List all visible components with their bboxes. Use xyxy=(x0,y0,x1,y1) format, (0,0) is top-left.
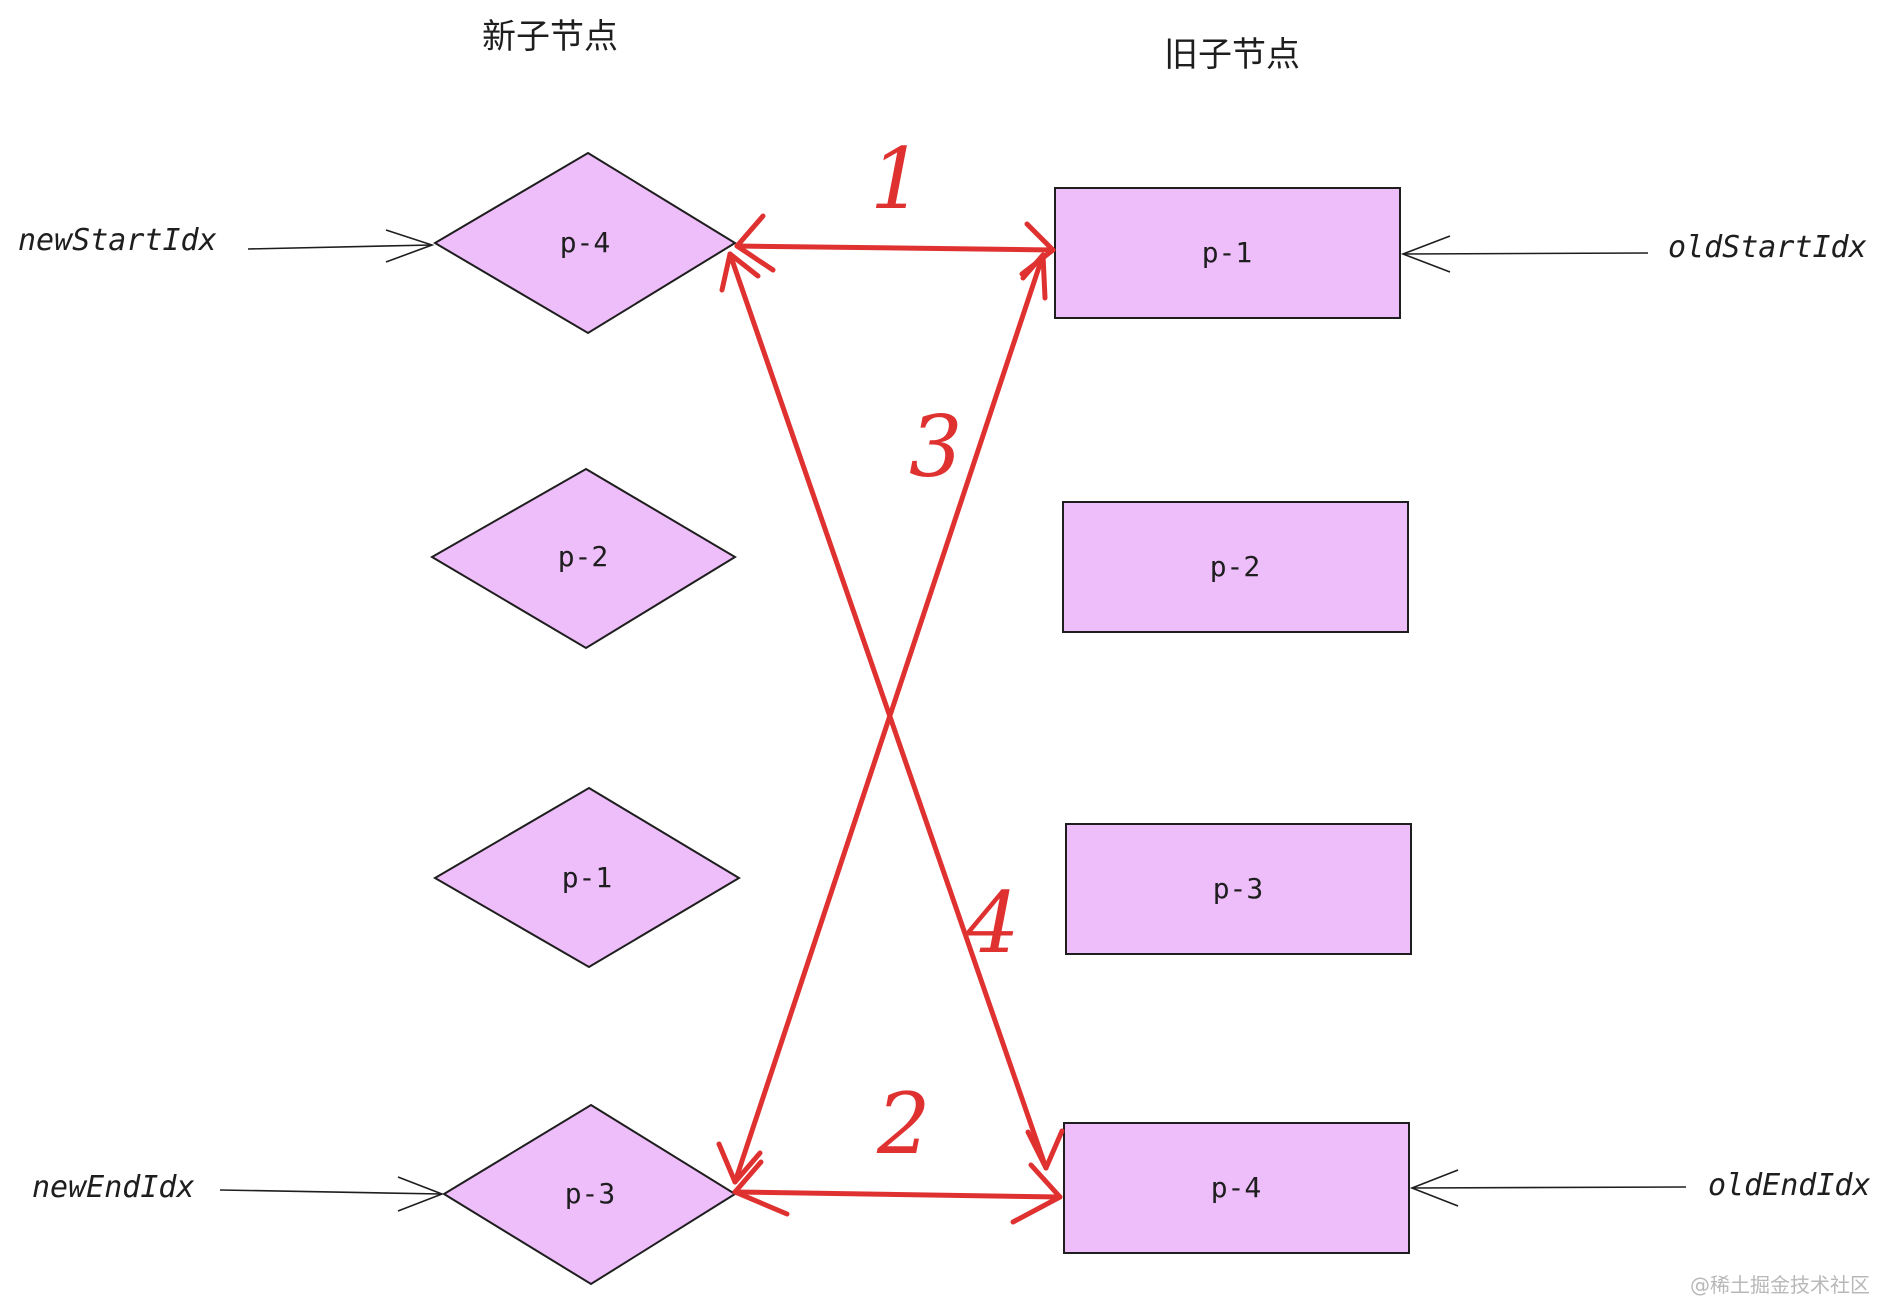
compare-arrow-2 xyxy=(732,1159,1063,1225)
step-number-1: 1 xyxy=(870,130,923,228)
old-node-2 xyxy=(1062,501,1409,633)
old-node-3-label: p-3 xyxy=(1213,872,1264,905)
new-node-4-label: p-3 xyxy=(565,1177,616,1210)
step-number-2: 2 xyxy=(876,1075,930,1173)
old-node-1 xyxy=(1054,187,1401,319)
new-end-idx-label: newEndIdx xyxy=(32,1170,195,1205)
new-node-3-label: p-1 xyxy=(562,861,613,894)
new-node-2-label: p-2 xyxy=(558,540,609,573)
new-node-3 xyxy=(433,786,741,969)
old-end-idx-label: oldEndIdx xyxy=(1708,1168,1871,1203)
step-number-3: 3 xyxy=(909,398,962,496)
new-start-pointer-arrow xyxy=(247,229,435,263)
old-node-4 xyxy=(1063,1122,1410,1254)
watermark: @稀土掘金技术社区 xyxy=(1690,1273,1870,1297)
new-children-header: 新子节点 xyxy=(482,17,618,57)
old-node-4-label: p-4 xyxy=(1211,1171,1262,1204)
new-node-4 xyxy=(442,1103,737,1286)
new-node-1 xyxy=(433,151,737,335)
old-start-idx-label: oldStartIdx xyxy=(1668,230,1867,265)
compare-arrow-3 xyxy=(716,252,1048,1185)
old-node-2-label: p-2 xyxy=(1210,550,1261,583)
old-children-header: 旧子节点 xyxy=(1164,35,1300,75)
new-node-2 xyxy=(430,467,737,650)
old-node-3 xyxy=(1065,823,1412,955)
old-start-pointer-arrow xyxy=(1400,235,1649,273)
new-start-idx-label: newStartIdx xyxy=(18,223,217,258)
old-node-1-label: p-1 xyxy=(1202,236,1253,269)
step-number-4: 4 xyxy=(965,874,1019,972)
compare-arrow-4 xyxy=(719,251,1065,1171)
new-end-pointer-arrow xyxy=(219,1176,445,1212)
old-end-pointer-arrow xyxy=(1409,1169,1687,1207)
new-node-1-label: p-4 xyxy=(560,226,611,259)
